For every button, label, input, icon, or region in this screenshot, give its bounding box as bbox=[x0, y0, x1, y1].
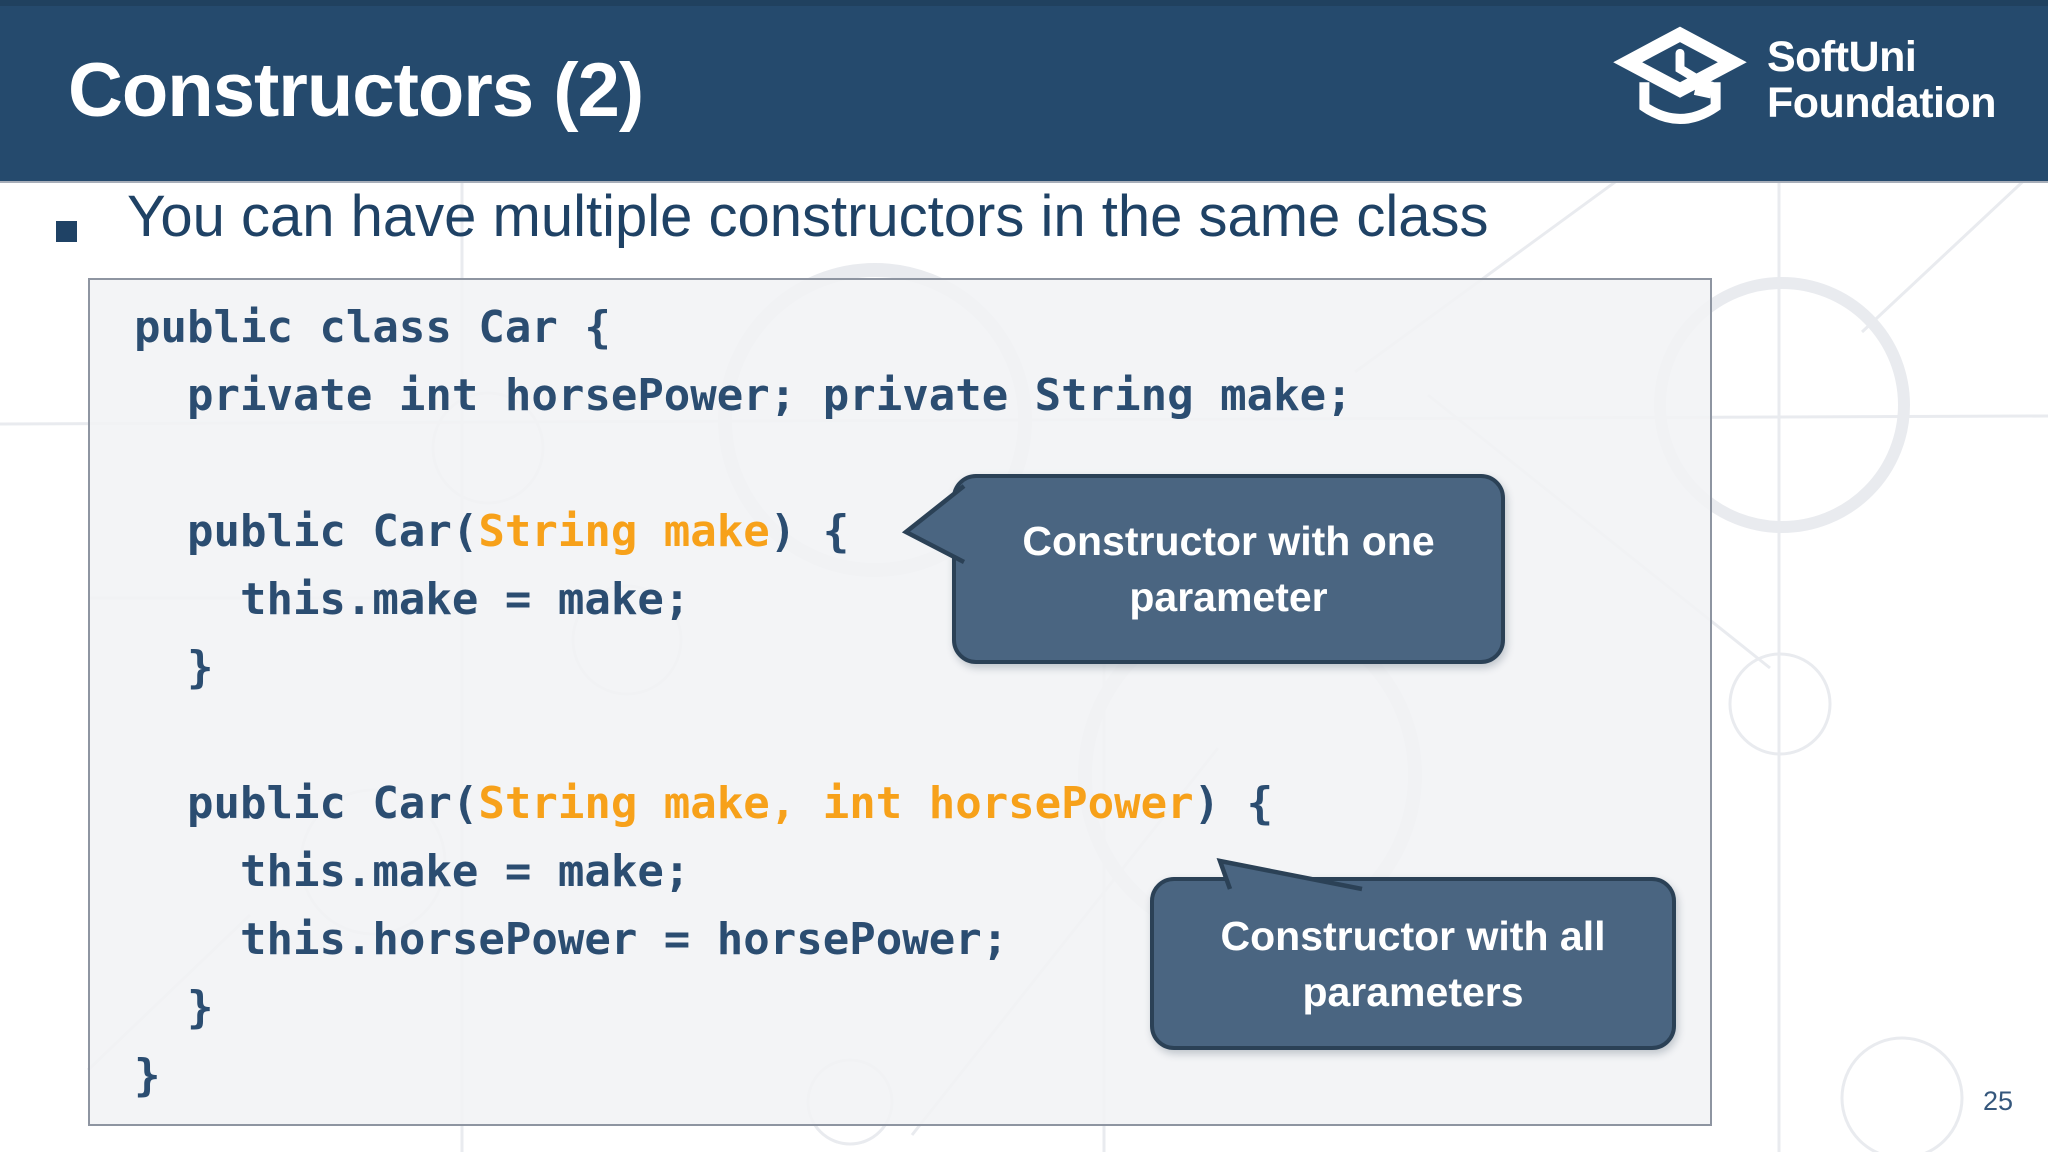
code-line: public class Car { bbox=[134, 302, 611, 353]
page-number: 25 bbox=[1983, 1086, 2014, 1116]
softuni-logo: SoftUni Foundation bbox=[1611, 24, 1997, 136]
logo-line-2: Foundation bbox=[1766, 79, 1997, 127]
code-line: } bbox=[134, 1050, 161, 1101]
code-box: public class Car { private int horsePowe… bbox=[88, 278, 1712, 1126]
code-line bbox=[134, 702, 1710, 770]
slide-title: Constructors (2) bbox=[68, 48, 644, 133]
code-line: public Car(String make) { bbox=[134, 506, 850, 557]
bullet-text: You can have multiple constructors in th… bbox=[127, 184, 1489, 249]
slide-header: Constructors (2) SoftUni Foundation bbox=[0, 0, 2048, 183]
code-line: private int horsePower; private String m… bbox=[134, 370, 1353, 421]
graduation-cap-icon bbox=[1613, 26, 1747, 124]
logo-text: SoftUni Foundation bbox=[1766, 33, 1997, 127]
logo-line-1: SoftUni bbox=[1766, 33, 1917, 81]
callout-text: Constructor with all parameters bbox=[1220, 912, 1606, 1015]
bullet-square-icon bbox=[56, 221, 77, 242]
callout-all-parameters: Constructor with all parameters bbox=[1150, 858, 1676, 1050]
code-line: public Car(String make, int horsePower) … bbox=[134, 778, 1274, 829]
callout-left-arrow-icon bbox=[901, 484, 966, 564]
code-line: } bbox=[134, 642, 214, 693]
callout-one-parameter: Constructor with one parameter bbox=[901, 474, 1505, 664]
callout-up-arrow-icon bbox=[1216, 858, 1363, 892]
code-line: this.make = make; bbox=[134, 846, 691, 897]
callout-text: Constructor with one parameter bbox=[1022, 518, 1435, 620]
code-line: } bbox=[134, 982, 214, 1033]
code-line: this.make = make; bbox=[134, 574, 691, 625]
code-line: this.horsePower = horsePower; bbox=[134, 914, 1009, 965]
